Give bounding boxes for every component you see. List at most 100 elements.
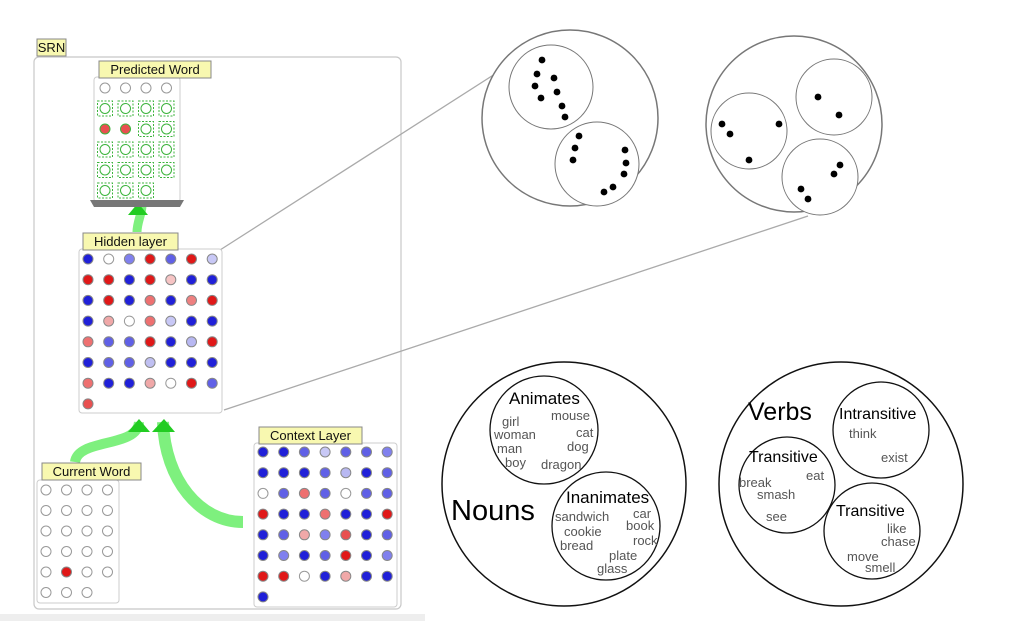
word-label: cookie [564,524,602,539]
cluster-point [533,70,541,78]
context-unit [340,487,352,499]
current-unit [61,587,72,598]
context-unit [278,570,290,582]
context-unit [257,529,269,541]
cluster-point [531,82,539,90]
hidden-unit [165,315,177,327]
context-unit [381,446,393,458]
cluster-point [561,113,569,121]
intransitive-title: Intransitive [839,406,916,423]
predicted-word-layer: Predicted Word [90,60,212,207]
predicted-unit-highlight [158,121,175,137]
predicted-unit-highlight [138,141,154,158]
context-unit [340,508,352,520]
word-label: sandwich [555,509,609,524]
cluster-points [531,56,630,196]
cluster-point [569,156,577,164]
cluster-point [620,170,628,178]
predicted-word-units [97,82,175,199]
hidden-unit [123,336,135,348]
hidden-unit [123,274,135,286]
verbs-group: Verbs Intransitive think exist Transitiv… [718,361,964,607]
predicted-word-label-box[interactable] [98,60,212,79]
context-unit [361,508,372,520]
context-unit [361,570,372,582]
cluster-point [553,88,561,96]
context-unit [381,467,393,479]
predicted-unit [120,164,131,176]
context-unit [340,529,352,541]
cluster-point [718,120,726,128]
predicted-unit [161,164,172,176]
hidden-unit [82,274,94,286]
hidden-unit [206,253,218,265]
predicted-unit-highlight [158,100,175,117]
context-unit [319,550,331,561]
predicted-unit [120,144,131,155]
current-unit [40,525,52,537]
context-unit [340,550,352,561]
context-unit [298,508,310,520]
context-unit [278,550,290,561]
cluster-point [609,183,617,191]
hidden-unit [144,357,156,368]
current-unit [40,587,52,598]
hidden-unit [165,253,177,265]
cluster-point [550,74,558,82]
hidden-layer-units [82,253,218,410]
hidden-unit [165,377,177,389]
word-label: mouse [551,408,590,423]
current-unit [81,505,93,516]
word-label: see [766,509,787,524]
predicted-unit-highlight [97,141,113,158]
context-unit [340,467,352,479]
current-word-label-box[interactable] [41,462,142,481]
predicted-unit [161,103,172,114]
context-unit [298,570,310,582]
current-unit [81,525,93,537]
cluster-point [830,170,838,178]
hidden-unit [123,357,135,368]
hidden-unit [103,377,115,389]
hidden-unit [144,336,156,348]
current-unit [40,546,52,557]
current-unit [102,505,113,516]
transitive-a-title: Transitive [749,449,818,466]
context-unit [257,550,269,561]
hidden-unit [103,357,115,368]
cluster-point [538,56,546,64]
hidden-unit [82,294,94,306]
verbs-title: Verbs [748,398,812,426]
cluster-point [622,159,630,167]
nouns-title: Nouns [451,495,535,527]
hidden-unit [123,315,135,327]
sub-cluster-circle [795,58,873,136]
hidden-unit [206,274,218,286]
hidden-unit [186,357,197,368]
hidden-unit [165,336,177,348]
sub-cluster-circle [710,92,788,170]
srn-label-box[interactable] [36,38,67,57]
hidden-layer-label-box[interactable] [82,232,179,251]
hidden-unit [186,274,197,286]
current-unit [61,566,72,578]
context-unit [257,570,269,582]
predicted-word-tray [90,200,184,207]
zoom-line-top [219,57,521,251]
sub-cluster-circle [554,121,640,207]
nouns-group: Nouns Animates girl woman man boy mouse … [441,361,687,607]
hidden-unit [123,253,135,265]
hidden-layer: Hidden layer [78,232,223,414]
predicted-unit [99,185,111,196]
predicted-unit [140,144,152,155]
word-label: plate [609,548,637,563]
context-layer-label-box[interactable] [258,426,363,445]
predicted-unit-highlight [117,141,134,158]
context-unit [381,570,393,582]
hidden-unit [186,294,197,306]
hidden-unit [186,315,197,327]
predicted-unit [140,103,152,114]
hidden-unit [82,357,94,368]
predicted-unit [140,82,152,94]
